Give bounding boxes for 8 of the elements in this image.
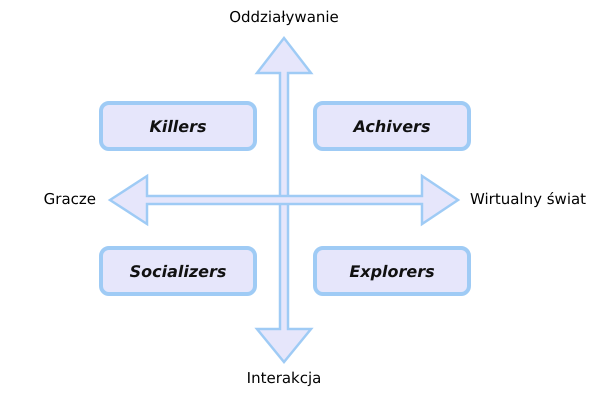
axis-label: Oddziaływanie <box>229 8 339 26</box>
axis-label: Gracze <box>44 190 96 208</box>
player-type-box: Explorers <box>313 246 471 296</box>
axis-label: Interakcja <box>246 369 322 387</box>
player-type-box: Achivers <box>313 101 471 151</box>
player-type-box: Socializers <box>99 246 257 296</box>
axis-label: Wirtualny świat <box>470 190 586 208</box>
player-type-box: Killers <box>99 101 257 151</box>
